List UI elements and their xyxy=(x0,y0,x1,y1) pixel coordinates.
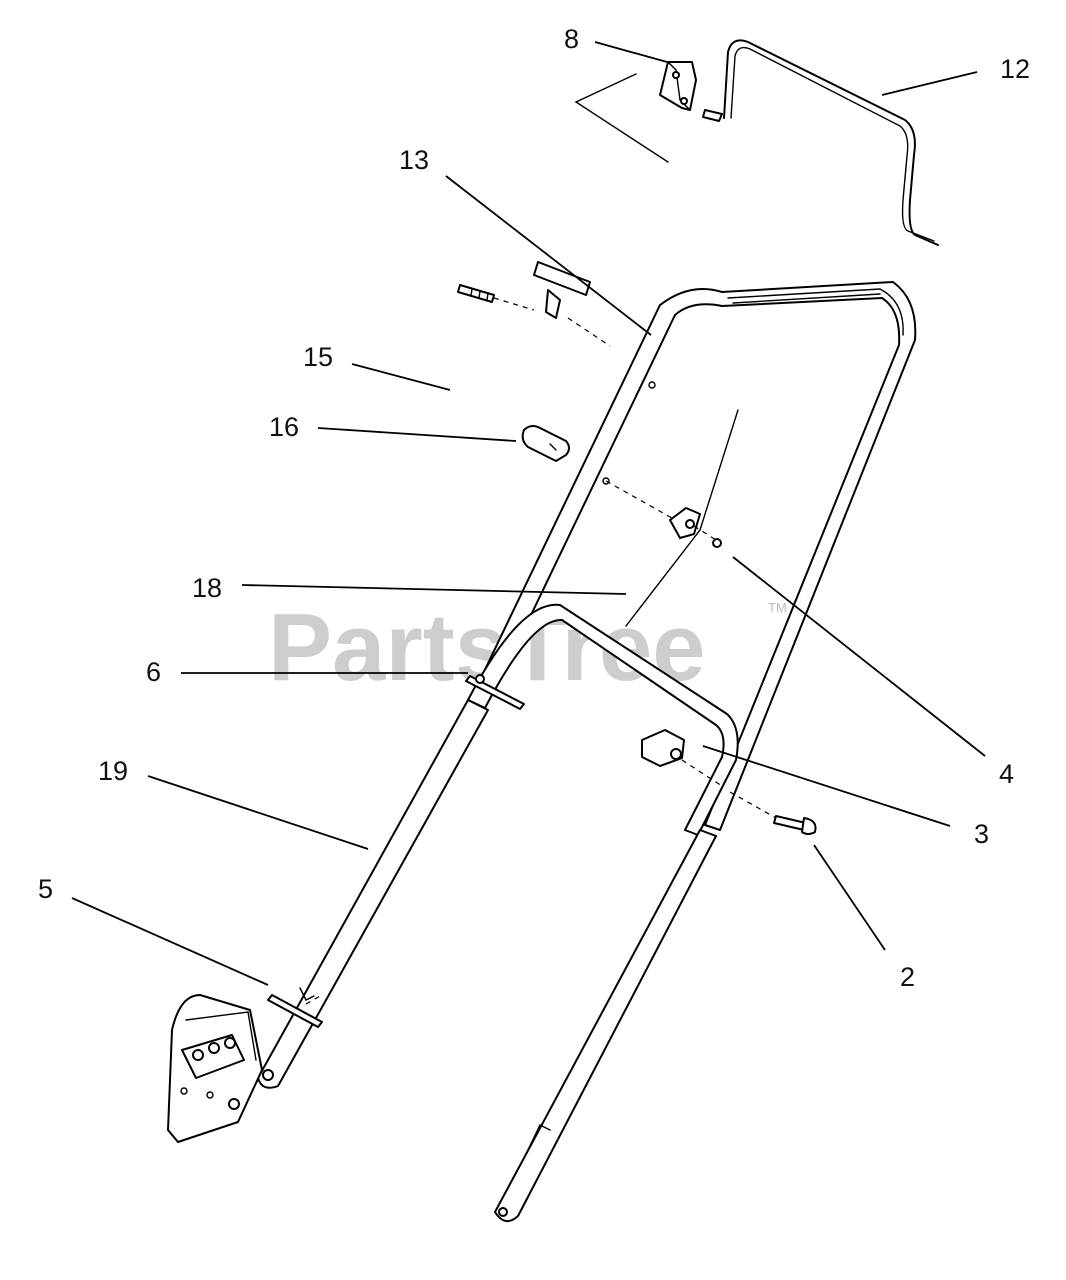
part-6-washer xyxy=(465,674,525,710)
lower-handle-right-tube xyxy=(494,829,717,1223)
part-18-cable xyxy=(625,409,739,627)
part-3-clamp xyxy=(641,729,685,767)
lower-handle-arc xyxy=(467,603,739,836)
part-2-bolt xyxy=(773,815,817,835)
assembly-lines xyxy=(305,297,777,1005)
callout-2: 2 xyxy=(900,962,915,992)
part-8-bracket xyxy=(574,61,697,163)
part-16-knob xyxy=(521,261,591,462)
leader-lines xyxy=(71,41,986,986)
callout-19: 19 xyxy=(98,756,128,786)
callout-18: 18 xyxy=(192,573,222,603)
part-13-upper-handle xyxy=(479,281,917,831)
part-5-washer xyxy=(267,987,323,1028)
callout-12: 12 xyxy=(1000,54,1030,84)
callout-16: 16 xyxy=(269,412,299,442)
callout-15: 15 xyxy=(303,342,333,372)
deck-bracket xyxy=(167,994,263,1143)
part-4-nut xyxy=(712,538,722,548)
part-15-bolt xyxy=(457,284,495,303)
part-12-bail xyxy=(702,39,939,246)
callout-5: 5 xyxy=(38,874,53,904)
callout-8: 8 xyxy=(564,24,579,54)
watermark-trademark: TM xyxy=(768,600,787,615)
part-19-lower-handle-left xyxy=(257,699,489,1089)
callout-6: 6 xyxy=(146,657,161,687)
callout-13: 13 xyxy=(399,145,429,175)
callout-3: 3 xyxy=(974,819,989,849)
callout-4: 4 xyxy=(999,759,1014,789)
